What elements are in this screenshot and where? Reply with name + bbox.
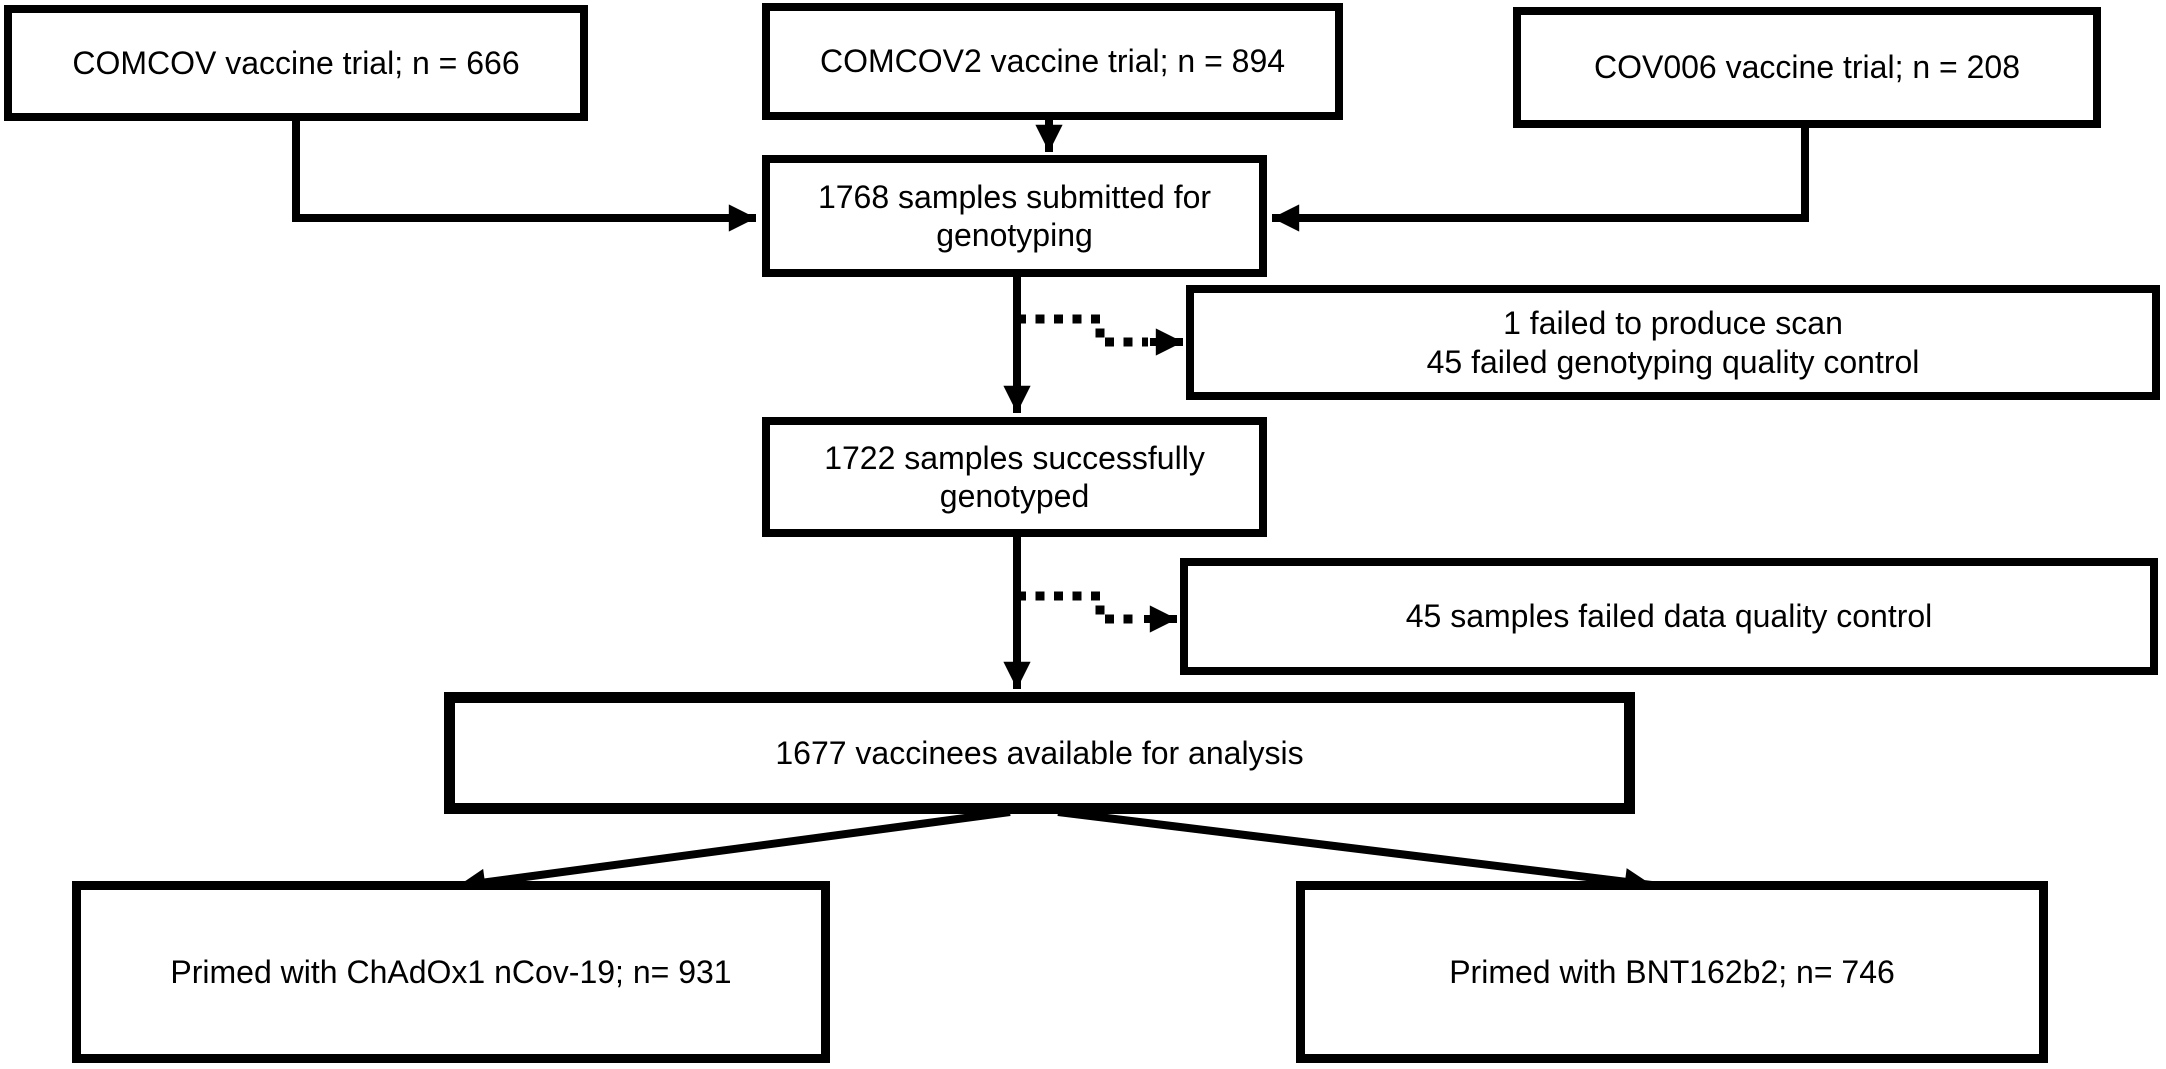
node-samples-submitted-label: 1768 samples submitted for genotyping — [817, 178, 1212, 253]
node-failed-data-qc-label: 45 samples failed data quality control — [1405, 598, 1933, 635]
node-primed-bnt162b2-label: Primed with BNT162b2; n= 746 — [1449, 953, 1895, 990]
node-cov006-trial-label: COV006 vaccine trial; n = 208 — [1593, 49, 2020, 86]
arrow-cov006-to-submitted — [1272, 124, 1809, 232]
node-comcov2-trial-label: COMCOV2 vaccine trial; n = 894 — [819, 43, 1286, 80]
node-primed-chadox1: Primed with ChAdOx1 nCov-19; n= 931 — [72, 881, 830, 1063]
node-samples-genotyped: 1722 samples successfully genotyped — [762, 417, 1267, 537]
node-comcov2-trial: COMCOV2 vaccine trial; n = 894 — [762, 3, 1343, 120]
arrow-available-to-primed-bnt — [1057, 808, 1653, 896]
node-failed-genotyping: 1 failed to produce scan 45 failed genot… — [1186, 285, 2160, 400]
node-cov006-trial: COV006 vaccine trial; n = 208 — [1513, 7, 2101, 128]
failed-genotyping-line-2: 45 failed genotyping quality control — [1426, 343, 1920, 380]
node-failed-data-qc: 45 samples failed data quality control — [1180, 558, 2158, 675]
dotted-line-genotyped-to-fail-data-qc — [1017, 591, 1142, 624]
node-vaccinees-available-label: 1677 vaccinees available for analysis — [775, 734, 1304, 771]
node-vaccinees-available: 1677 vaccinees available for analysis — [444, 692, 1635, 814]
arrow-comcov-to-submitted — [292, 117, 756, 232]
failed-genotyping-line-1: 1 failed to produce scan — [1503, 305, 1843, 342]
node-samples-genotyped-label: 1722 samples successfully genotyped — [824, 439, 1205, 514]
node-primed-chadox1-label: Primed with ChAdOx1 nCov-19; n= 931 — [170, 953, 732, 990]
node-samples-submitted: 1768 samples submitted for genotyping — [762, 155, 1267, 277]
node-primed-bnt162b2: Primed with BNT162b2; n= 746 — [1296, 881, 2048, 1063]
node-comcov-trial: COMCOV vaccine trial; n = 666 — [4, 5, 588, 121]
node-comcov-trial-label: COMCOV vaccine trial; n = 666 — [72, 44, 520, 81]
arrow-available-to-primed-chadox — [457, 808, 1011, 896]
dotted-line-submitted-to-fail-genotyping — [1017, 314, 1148, 347]
